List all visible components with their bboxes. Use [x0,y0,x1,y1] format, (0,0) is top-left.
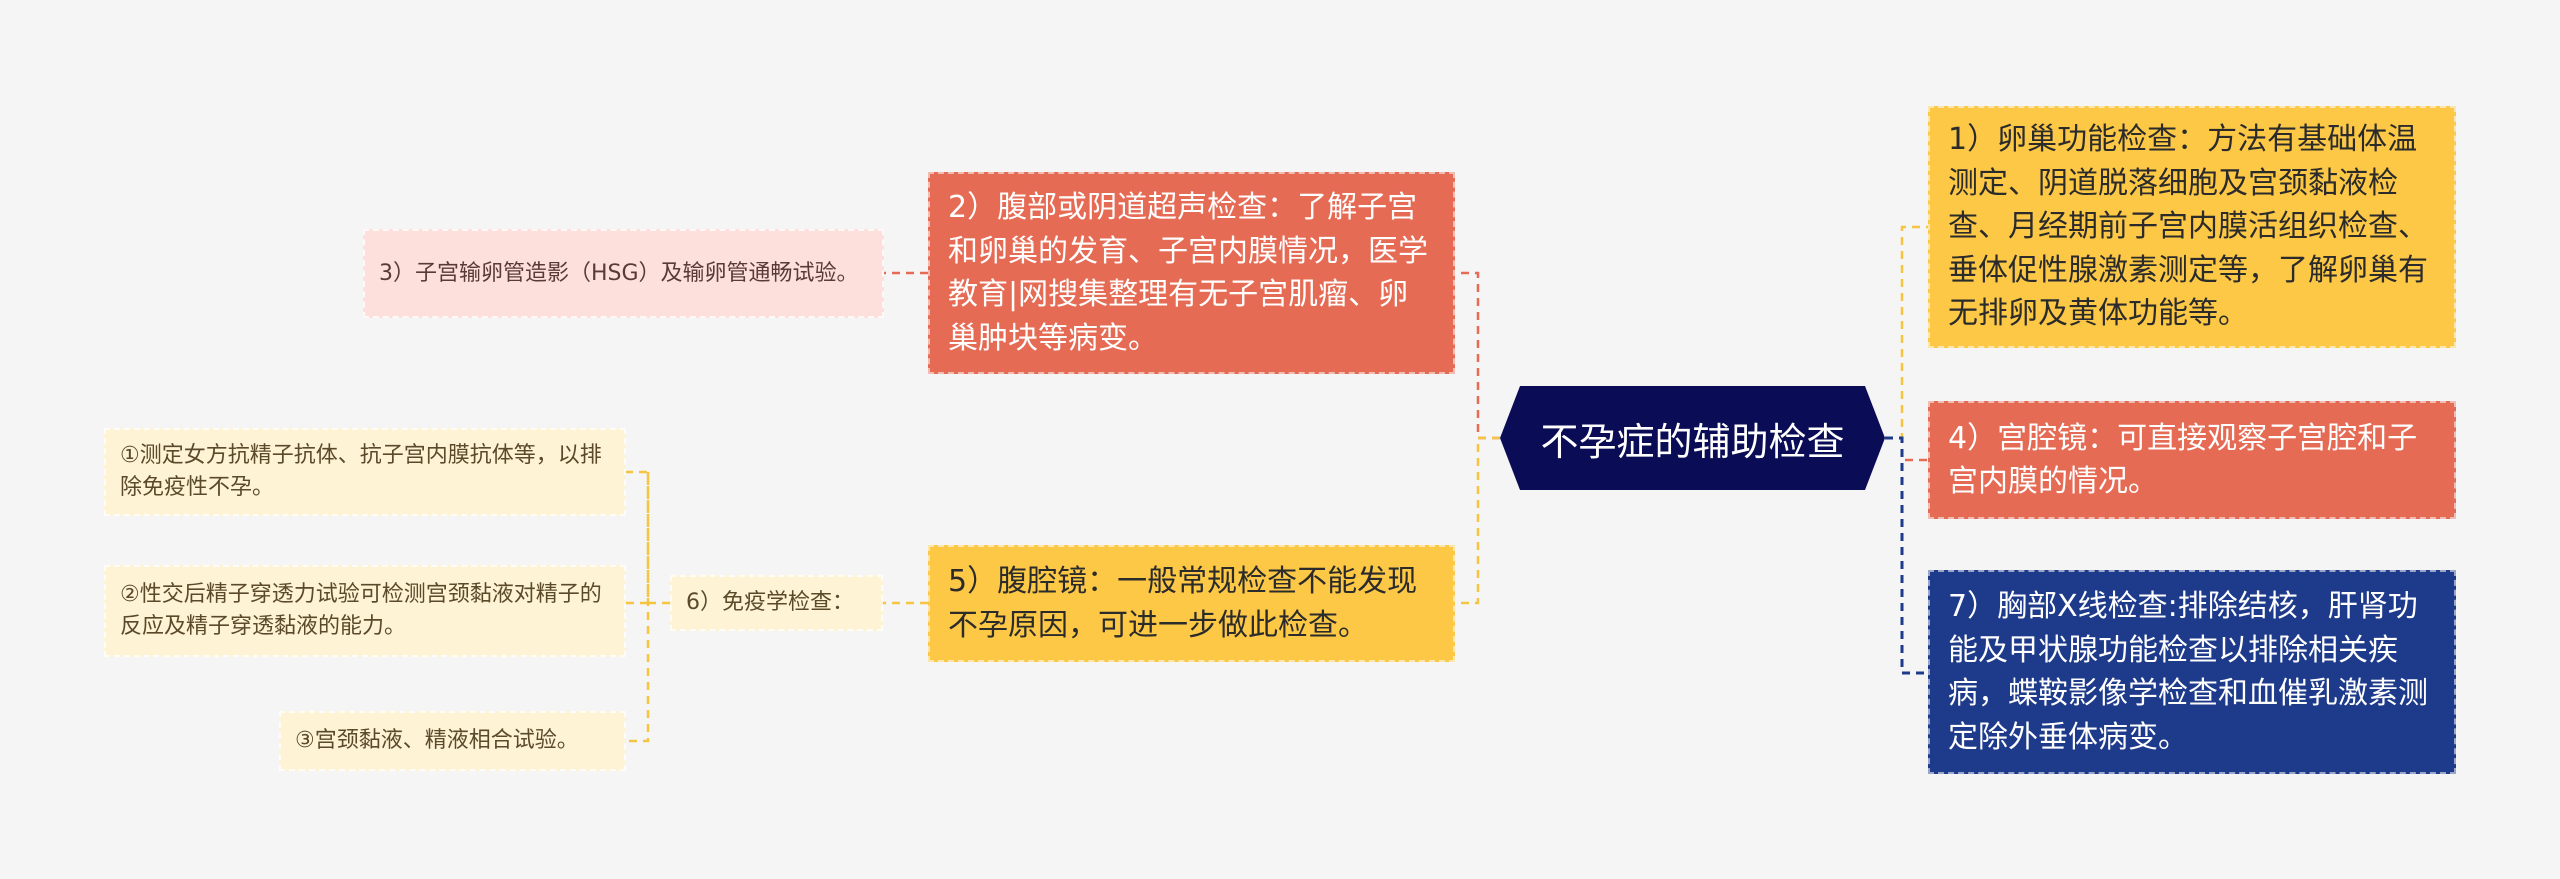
node-ovary-function-text: 1）卵巢功能检查：方法有基础体温测定、阴道脱落细胞及宫颈黏液检查、月经期前子宫内… [1948,122,2428,332]
node-laparoscopy[interactable]: 5）腹腔镜：一般常规检查不能发现不孕原因，可进一步做此检查。 [928,545,1455,662]
node-immunology-text: 6）免疫学检查： [686,590,854,616]
node-immuno-item-3-text: ③宫颈黏液、精液相合试验。 [295,728,579,754]
node-ovary-function[interactable]: 1）卵巢功能检查：方法有基础体温测定、阴道脱落细胞及宫颈黏液检查、月经期前子宫内… [1928,106,2456,348]
node-immuno-item-1[interactable]: ①测定女方抗精子抗体、抗子宫内膜抗体等，以排除免疫性不孕。 [104,428,626,516]
node-ultrasound[interactable]: 2）腹部或阴道超声检查：了解子宫和卵巢的发育、子宫内膜情况，医学教育|网搜集整理… [928,172,1455,374]
node-hsg-text: 3）子宫输卵管造影（HSG）及输卵管通畅试验。 [379,260,859,286]
link-center-ovary [1885,225,1928,440]
node-chest-xray[interactable]: 7）胸部X线检查:排除结核，肝肾功能及甲状腺功能检查以排除相关疾病，蝶鞍影像学检… [1928,570,2456,774]
node-hysteroscopy-text: 4）宫腔镜：可直接观察子宫腔和子宫内膜的情况。 [1948,420,2418,500]
node-hsg[interactable]: 3）子宫输卵管造影（HSG）及输卵管通畅试验。 [363,229,884,318]
link-center-ultrasound [1455,271,1500,440]
link-center-chest [1885,436,1928,675]
node-laparoscopy-text: 5）腹腔镜：一般常规检查不能发现不孕原因，可进一步做此检查。 [948,564,1418,643]
center-topic-label: 不孕症的辅助检查 [1540,419,1845,464]
node-immuno-item-3[interactable]: ③宫颈黏液、精液相合试验。 [279,711,626,771]
node-chest-xray-text: 7）胸部X线检查:排除结核，肝肾功能及甲状腺功能检查以排除相关疾病，蝶鞍影像学检… [1948,589,2428,755]
link-center-laparoscopy [1455,436,1500,605]
link-immunology-items [626,470,670,743]
node-immuno-item-2[interactable]: ②性交后精子穿透力试验可检测宫颈黏液对精子的反应及精子穿透黏液的能力。 [104,565,626,657]
node-immunology[interactable]: 6）免疫学检查： [670,575,883,631]
node-immuno-item-2-text: ②性交后精子穿透力试验可检测宫颈黏液对精子的反应及精子穿透黏液的能力。 [120,582,602,639]
node-hysteroscopy[interactable]: 4）宫腔镜：可直接观察子宫腔和子宫内膜的情况。 [1928,401,2456,519]
node-immuno-item-1-text: ①测定女方抗精子抗体、抗子宫内膜抗体等，以排除免疫性不孕。 [120,443,602,500]
link-center-hysteroscopy [1885,436,1928,462]
node-ultrasound-text: 2）腹部或阴道超声检查：了解子宫和卵巢的发育、子宫内膜情况，医学教育|网搜集整理… [948,190,1428,356]
center-hexagon-shape [1500,386,1885,490]
center-topic[interactable]: 不孕症的辅助检查 [1500,386,1885,490]
